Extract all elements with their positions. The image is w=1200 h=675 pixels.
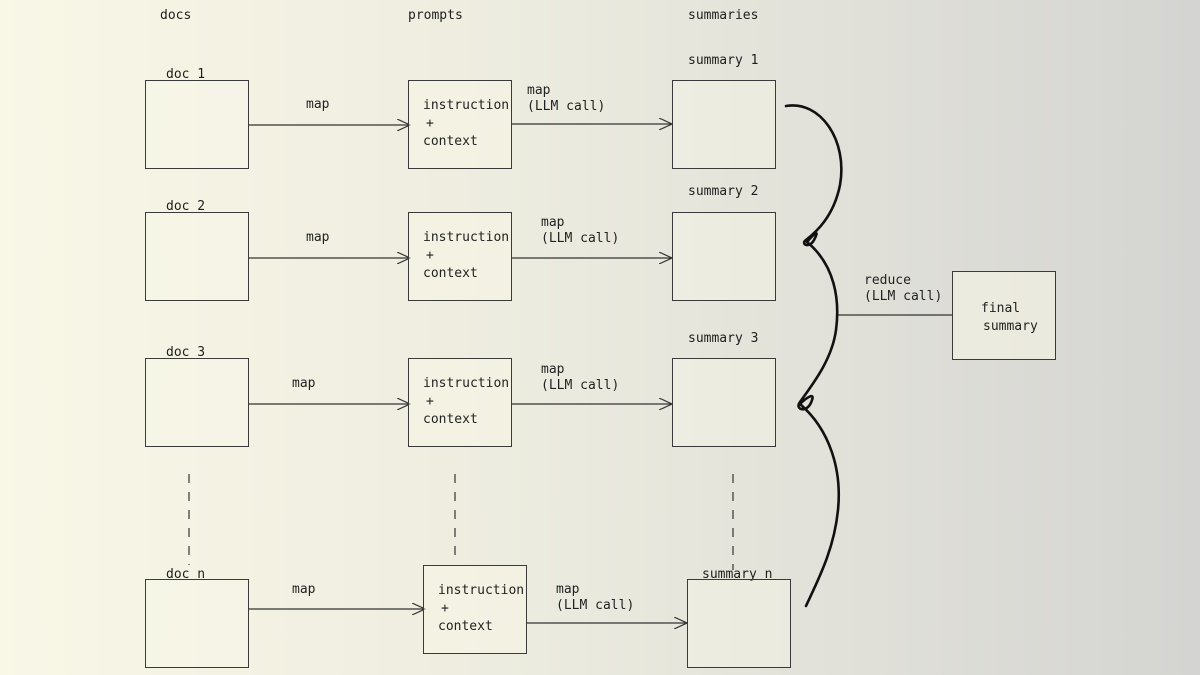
summary-label: summary 1 (688, 53, 759, 68)
prompt-box: instruction + context (408, 80, 512, 169)
final-text: final (981, 301, 1021, 316)
map-edge-label: map (292, 582, 316, 597)
map-edge-label: map (306, 97, 330, 112)
summary-label: summary 3 (688, 331, 759, 346)
reduce-edge-label: reduce(LLM call) (864, 273, 943, 304)
doc-label: doc 3 (166, 345, 206, 360)
prompts-column-header: prompts (408, 8, 463, 23)
llm-map-edge-label: map(LLM call) (541, 215, 620, 246)
summaries-column-header: summaries (688, 8, 759, 23)
doc-box (145, 212, 249, 301)
prompt-plus-text: + (426, 116, 434, 131)
prompt-box: instruction + context (423, 565, 527, 654)
llm-map-edge-label: map(LLM call) (541, 362, 620, 393)
final-summary-text: summary (983, 319, 1038, 334)
final-summary-box: final summary (952, 271, 1056, 360)
prompt-plus-text: + (426, 394, 434, 409)
prompt-instruction-text: instruction (438, 583, 525, 598)
docs-column-header: docs (160, 8, 192, 23)
summary-box (687, 579, 791, 668)
llm-map-edge-label: map(LLM call) (527, 83, 606, 114)
summary-box (672, 80, 776, 169)
prompt-plus-text: + (426, 248, 434, 263)
doc-label: doc 2 (166, 199, 206, 214)
prompt-instruction-text: instruction (423, 376, 510, 391)
doc-label: doc n (166, 567, 206, 582)
summary-label: summary n (702, 567, 773, 582)
doc-label: doc 1 (166, 67, 206, 82)
prompt-context-text: context (423, 134, 478, 149)
prompt-instruction-text: instruction (423, 230, 510, 245)
prompt-context-text: context (423, 412, 478, 427)
prompt-context-text: context (438, 619, 493, 634)
summary-box (672, 358, 776, 447)
summary-label: summary 2 (688, 184, 759, 199)
prompt-context-text: context (423, 266, 478, 281)
map-edge-label: map (306, 230, 330, 245)
doc-box (145, 80, 249, 169)
prompt-plus-text: + (441, 601, 449, 616)
prompt-box: instruction + context (408, 358, 512, 447)
prompt-box: instruction + context (408, 212, 512, 301)
doc-box (145, 358, 249, 447)
prompt-instruction-text: instruction (423, 98, 510, 113)
llm-map-edge-label: map(LLM call) (556, 582, 635, 613)
summary-box (672, 212, 776, 301)
reduce-brace (784, 104, 843, 608)
map-edge-label: map (292, 376, 316, 391)
doc-box (145, 579, 249, 668)
